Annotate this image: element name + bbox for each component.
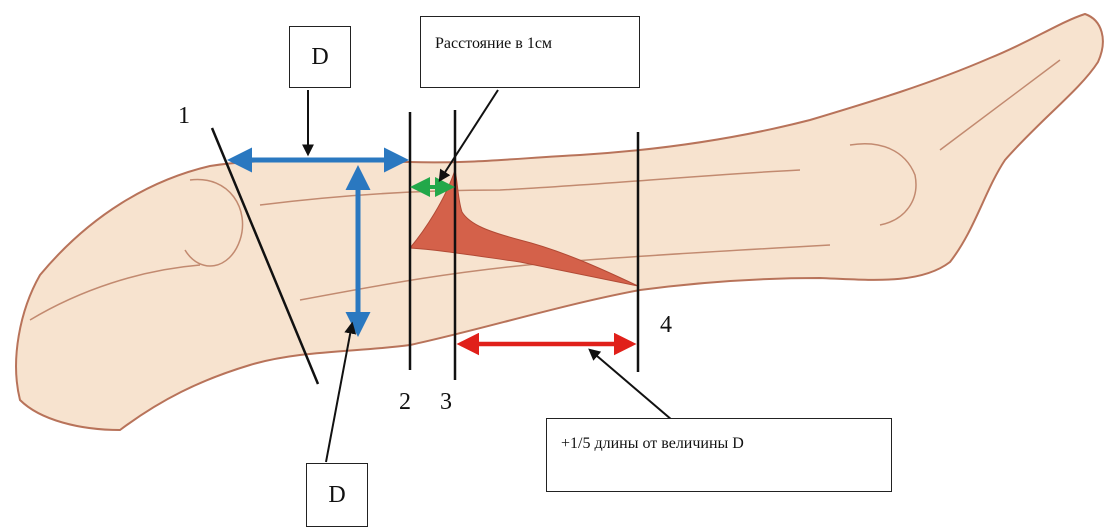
fifth-label-box: +1/5 длины от величины D xyxy=(546,418,892,492)
line-number-4: 4 xyxy=(660,313,672,337)
fifth-label: +1/5 длины от величины D xyxy=(561,435,744,452)
d-label-top: D xyxy=(311,44,328,71)
distance-label-box: Расстояние в 1см xyxy=(420,16,640,88)
pointer-fifth xyxy=(590,350,672,420)
line-number-3: 3 xyxy=(440,390,452,414)
d-label-bottom: D xyxy=(328,482,345,509)
line-number-1: 1 xyxy=(178,104,190,128)
d-label-bottom-box: D xyxy=(306,463,368,527)
distance-label: Расстояние в 1см xyxy=(435,35,552,52)
d-label-top-box: D xyxy=(289,26,351,88)
line-number-2: 2 xyxy=(399,390,411,414)
